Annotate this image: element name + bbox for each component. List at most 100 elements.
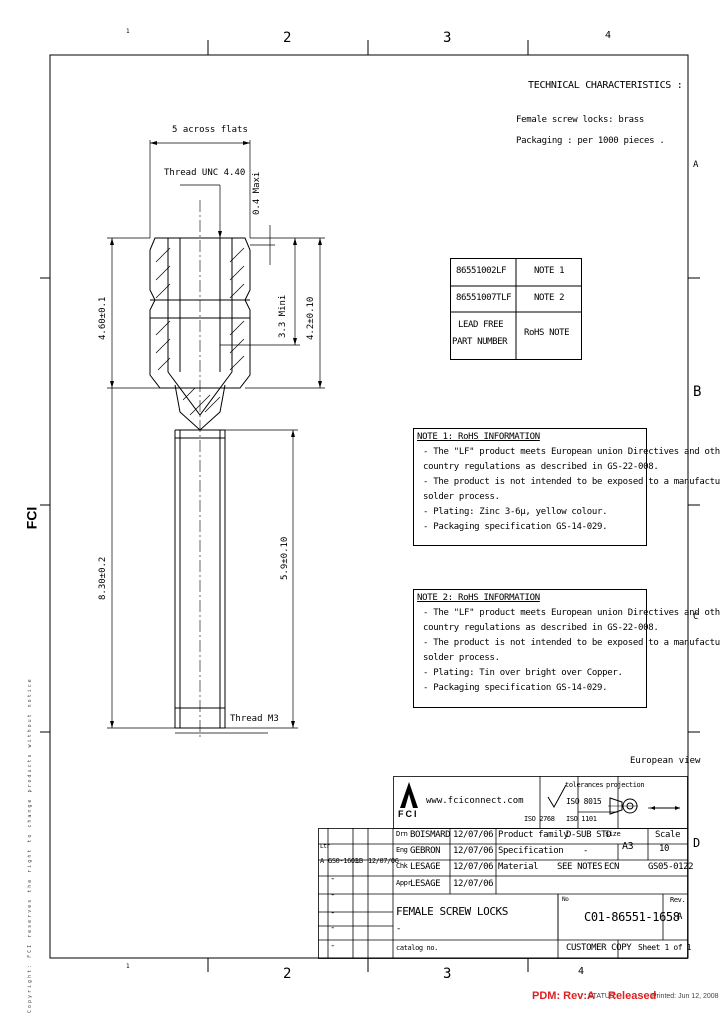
scale-value: 10 xyxy=(659,844,670,854)
eng-label: Eng xyxy=(396,846,408,854)
zone-top-2: 2 xyxy=(283,30,292,46)
appr-label: Appr xyxy=(396,879,412,887)
zone-bottom-3: 3 xyxy=(443,966,452,982)
zone-top-3: 3 xyxy=(443,30,452,46)
customer-copy: CUSTOMER COPY xyxy=(566,943,632,953)
rev-history-ecn: GS0-1603 xyxy=(328,857,359,865)
note-1-line: country regulations as described in GS-2… xyxy=(423,462,659,472)
chk-name: LESAGE xyxy=(410,862,441,872)
zone-top-1: 1 xyxy=(126,28,130,35)
size-value: A3 xyxy=(622,841,634,852)
part-table xyxy=(450,258,582,360)
rev-dash: - xyxy=(330,908,336,918)
pdm-revision: PDM: Rev:A xyxy=(532,990,595,1002)
part-note-2: NOTE 2 xyxy=(534,293,565,303)
characteristic-material: Female screw locks: brass xyxy=(516,115,644,125)
zone-right-a: A xyxy=(693,160,699,170)
size-label: size xyxy=(605,830,621,838)
header-rohs-note: RoHS NOTE xyxy=(524,328,570,338)
website-link[interactable]: www.fciconnect.com xyxy=(426,796,524,806)
drawn-date: 12/07/06 xyxy=(453,830,494,840)
eng-date: 12/07/06 xyxy=(453,846,494,856)
product-family: D-SUB STD xyxy=(566,830,612,840)
dim-83: 8.30±0.2 xyxy=(98,556,108,600)
dim-46: 4.60±0.1 xyxy=(98,296,108,340)
appr-date: 12/07/06 xyxy=(453,879,494,889)
header-part-number: PART NUMBER xyxy=(452,337,508,347)
projection-label: projection xyxy=(606,781,645,789)
note-2-box xyxy=(413,589,647,708)
zone-bottom-2: 2 xyxy=(283,966,292,982)
note-2-line: solder process. xyxy=(423,653,500,663)
note-2-line: - The "LF" product meets European union … xyxy=(423,608,720,618)
note-1-line: - Packaging specification GS-14-029. xyxy=(423,522,608,532)
iso-1101: ISO 1101 xyxy=(566,815,597,823)
zone-bottom-4: 4 xyxy=(578,966,585,977)
sheet-info: Sheet 1 of 1 xyxy=(638,943,691,952)
dim-59: 5.9±0.10 xyxy=(280,536,290,580)
rev-dash: - xyxy=(330,874,336,884)
status-label: STATUS: xyxy=(588,993,617,1000)
note-1-content: NOTE 1: RoHS INFORMATION - The "LF" prod… xyxy=(417,430,720,535)
view-arrow-icon xyxy=(650,806,680,810)
chk-date: 12/07/06 xyxy=(453,862,494,872)
tolerances-label: tolerances xyxy=(565,781,604,789)
drawn-label: Drn xyxy=(396,830,408,838)
note-1-line: - Plating: Zinc 3-6µ, yellow colour. xyxy=(423,507,608,517)
dim-33-mini: 3.3 Mini xyxy=(278,294,288,338)
printed-date: Printed: Jun 12, 2008 xyxy=(652,993,719,1000)
status-badge: Released xyxy=(608,990,657,1002)
rev-history-letter: A xyxy=(320,857,324,865)
rev-history-date: 12/07/06 xyxy=(368,857,399,865)
note-2-line: country regulations as described in GS-2… xyxy=(423,623,659,633)
drawing-title: FEMALE SCREW LOCKS xyxy=(396,905,509,918)
specification-label: Specification xyxy=(498,846,564,856)
drawing-title-dash: - xyxy=(396,924,402,934)
dim-across-flats: 5 across flats xyxy=(172,125,248,135)
part-number-2: 86551007TLF xyxy=(456,293,512,303)
note-1-line: solder process. xyxy=(423,492,500,502)
ecn-label: ECN xyxy=(604,862,620,872)
material-label: Material xyxy=(498,862,539,872)
zone-right-d: D xyxy=(693,836,701,850)
appr-name: LESAGE xyxy=(410,879,441,889)
fci-logo-text: FCI xyxy=(398,809,419,819)
european-view-label: European view xyxy=(630,756,701,766)
catalog-number-label: catalog no. xyxy=(396,944,438,952)
specification-value: - xyxy=(583,846,589,856)
projection-symbol-icon xyxy=(608,797,638,815)
note-2-content: NOTE 2: RoHS INFORMATION - The "LF" prod… xyxy=(417,591,720,696)
drawn-name: BOISMARD xyxy=(410,830,451,840)
dim-04-maxi: 0.4 Maxi xyxy=(252,171,262,215)
characteristic-packaging: Packaging : per 1000 pieces . xyxy=(516,136,665,146)
note-2-line: - The product is not intended to be expo… xyxy=(423,638,720,648)
drawing-number-label: No xyxy=(562,896,569,903)
dim-42: 4.2±0.10 xyxy=(306,296,316,340)
note-2-title: NOTE 2: RoHS INFORMATION xyxy=(417,593,540,603)
fci-logo-icon xyxy=(400,782,418,808)
note-1-line: - The "LF" product meets European union … xyxy=(423,447,720,457)
material-value: SEE NOTES xyxy=(557,862,603,872)
note-1-box xyxy=(413,428,647,546)
surface-finish-icon xyxy=(547,784,567,809)
chk-label: Chk xyxy=(396,862,408,870)
rev-dash: - xyxy=(330,941,336,951)
drawing-number: C01-86551-1658 xyxy=(584,910,680,924)
zone-right-c: C xyxy=(693,612,699,622)
note-2-line: - Packaging specification GS-14-029. xyxy=(423,683,608,693)
side-fci-logo: FCI xyxy=(23,506,40,530)
zone-right-b: B xyxy=(693,384,702,400)
rev-label: Rev. xyxy=(670,896,686,904)
document-number: GS05-0122 xyxy=(648,862,694,872)
rev-value: A xyxy=(677,912,683,922)
rev-dash: - xyxy=(330,890,336,900)
rev-header-letter: Ltr xyxy=(320,843,330,850)
side-copyright-text: Copyright: FCI reserves the right to cha… xyxy=(27,677,33,1013)
product-family-label: Product family xyxy=(498,830,569,840)
zone-bottom-1: 1 xyxy=(126,963,130,970)
zone-top-4: 4 xyxy=(605,30,612,41)
dim-thread-top: Thread UNC 4.40 xyxy=(164,168,246,178)
header-lead-free: LEAD FREE xyxy=(458,320,504,330)
dim-thread-m3: Thread M3 xyxy=(230,714,279,724)
